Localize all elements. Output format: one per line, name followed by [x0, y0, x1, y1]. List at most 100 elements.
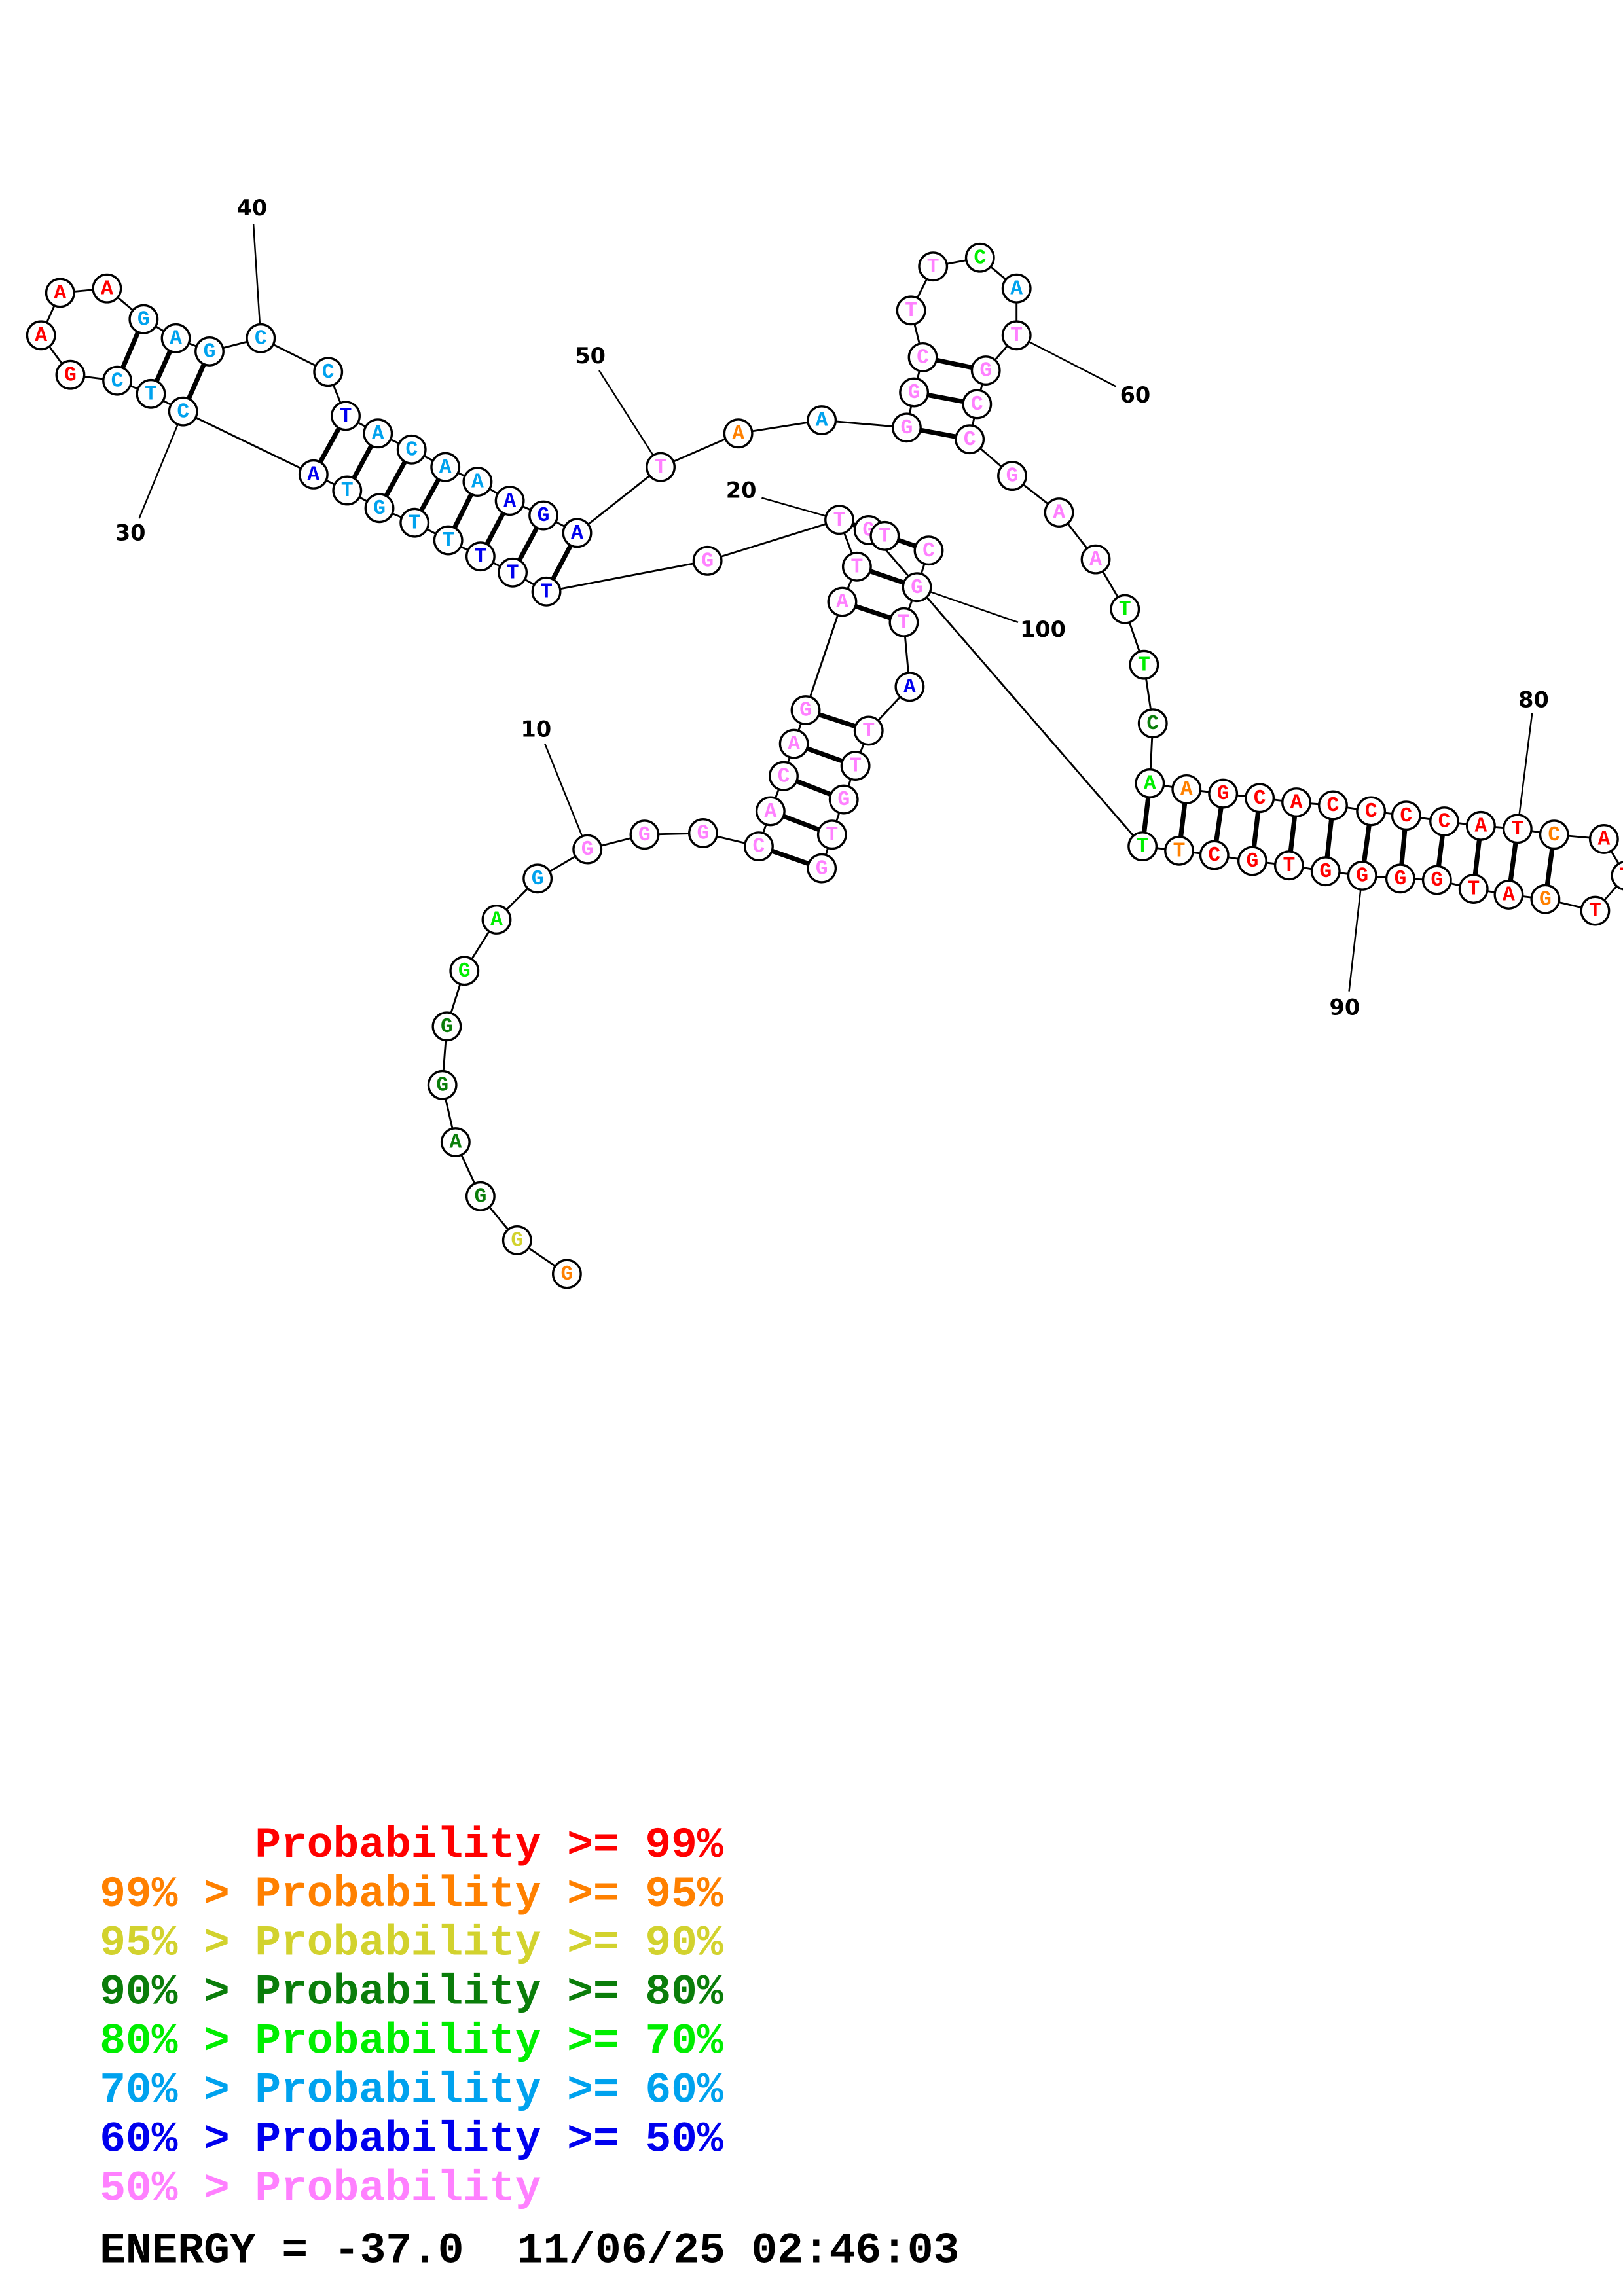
nucleotide-letter: A	[449, 1132, 462, 1155]
position-number: 30	[115, 520, 146, 546]
nucleotide-letter: A	[490, 909, 503, 932]
nucleotide-circle	[494, 486, 525, 516]
backbone-link	[183, 410, 314, 476]
nucleotide-letter: G	[511, 1230, 523, 1253]
nucleotide-letter: A	[1503, 884, 1515, 907]
nucleotide-circle	[840, 751, 871, 781]
nucleotide-circle	[723, 418, 754, 449]
nucleotide-circle	[1356, 796, 1387, 827]
nucleotide-letter: T	[1589, 900, 1601, 923]
nucleotide-letter: T	[1010, 325, 1023, 348]
backbone-link	[805, 601, 843, 711]
nucleotide-circle	[769, 761, 799, 791]
timestamp: 11/06/25 02:46:03	[517, 2227, 960, 2276]
nucleotide: A	[1465, 810, 1496, 841]
nucleotide: C	[1391, 800, 1421, 831]
nucleotide-circle	[853, 715, 884, 746]
nucleotide-letter: A	[732, 423, 744, 446]
nucleotide: C	[102, 365, 132, 396]
nucleotide-circle	[807, 853, 837, 884]
nucleotide: C	[1429, 806, 1459, 837]
nucleotide: C	[769, 761, 799, 791]
nucleotide: G	[902, 572, 932, 603]
position-number: 90	[1330, 994, 1360, 1020]
nucleotide: A	[298, 459, 329, 490]
nucleotide-circle	[778, 728, 809, 759]
nucleotide-circle	[332, 475, 363, 506]
nucleotide-circle	[755, 796, 786, 827]
nucleotide: G	[551, 1259, 582, 1289]
nucleotide-letter: T	[1283, 855, 1295, 878]
nucleotide-letter: A	[54, 282, 66, 305]
nucleotide-circle	[1001, 320, 1032, 351]
nucleotide-circle	[194, 336, 225, 367]
nucleotide-letter: G	[1006, 465, 1019, 488]
nucleotide-circle	[688, 818, 718, 848]
nucleotide: T	[824, 505, 854, 535]
nucleotide-letter: G	[204, 341, 216, 364]
nucleotide-circle	[918, 251, 949, 282]
nucleotide-letter: T	[1467, 878, 1480, 901]
nucleotide: G	[1347, 860, 1377, 891]
nucleotide-letter: G	[979, 360, 992, 383]
nucleotide: A	[1171, 774, 1202, 804]
nucleotide-circle	[1580, 895, 1611, 926]
nucleotide: G	[1310, 856, 1341, 887]
nucleotide-letter: C	[255, 327, 267, 350]
nucleotide: T	[816, 819, 847, 850]
nucleotide-circle	[26, 320, 56, 351]
nucleotide: G	[465, 1181, 496, 1211]
nucleotide-circle	[363, 418, 393, 449]
backbone-link	[546, 560, 708, 593]
nucleotide-circle	[92, 273, 122, 304]
nucleotide: T	[465, 541, 496, 572]
nucleotide-circle	[896, 295, 926, 326]
nucleotide-letter: G	[638, 824, 651, 847]
nucleotide: A	[45, 278, 75, 308]
nucleotide: A	[807, 405, 837, 436]
nucleotide: G	[891, 412, 922, 443]
nucleotide-letter: C	[1548, 824, 1560, 847]
nucleotide: C	[913, 535, 944, 566]
nucleotide: G	[629, 819, 660, 850]
nucleotide-letter: A	[764, 800, 776, 823]
nucleotide: A	[26, 320, 56, 351]
nucleotide-letter: T	[1119, 598, 1131, 621]
nucleotide: G	[828, 784, 859, 815]
nucleotide: A	[430, 452, 461, 482]
position-tick	[1516, 713, 1533, 829]
nucleotide-letter: T	[898, 611, 910, 634]
nucleotide-letter: T	[540, 581, 553, 603]
nucleotide: G	[528, 500, 559, 531]
nucleotide-circle	[1273, 850, 1304, 881]
legend-prefix: 70% >	[100, 2066, 255, 2115]
nucleotide-letter: T	[833, 509, 846, 532]
nucleotide-letter: A	[816, 410, 828, 433]
nucleotide-letter: T	[1138, 654, 1150, 677]
legend-label: Probability	[255, 2164, 541, 2213]
nucleotide: A	[755, 796, 786, 827]
nucleotide-circle	[1611, 861, 1623, 891]
nucleotide-letter: G	[799, 700, 812, 723]
nucleotide: T	[332, 475, 363, 506]
legend-label: Probability >= 50%	[255, 2115, 723, 2164]
nucleotide-letter: A	[1180, 778, 1193, 801]
nucleotide-letter: G	[436, 1074, 448, 1097]
nucleotide-circle	[1001, 273, 1032, 304]
nucleotide-circle	[891, 412, 922, 443]
nucleotide-letter: T	[340, 405, 352, 428]
legend-prefix: 50% >	[100, 2164, 255, 2213]
nucleotide-circle	[1164, 835, 1194, 866]
nucleotide: A	[440, 1127, 471, 1157]
nucleotide-letter: A	[372, 423, 384, 446]
legend-label: Probability >= 80%	[255, 1968, 723, 2017]
nucleotide-circle	[1171, 774, 1202, 804]
legend-entry: 95% > Probability >= 90%	[100, 1919, 723, 1968]
nucleotide-circle	[997, 461, 1027, 492]
nucleotide-circle	[894, 672, 925, 702]
nucleotide: G	[899, 377, 930, 408]
nucleotide: C	[1539, 819, 1569, 850]
nucleotide: G	[807, 853, 837, 884]
nucleotide: C	[1245, 783, 1275, 814]
position-number: 20	[726, 478, 757, 503]
